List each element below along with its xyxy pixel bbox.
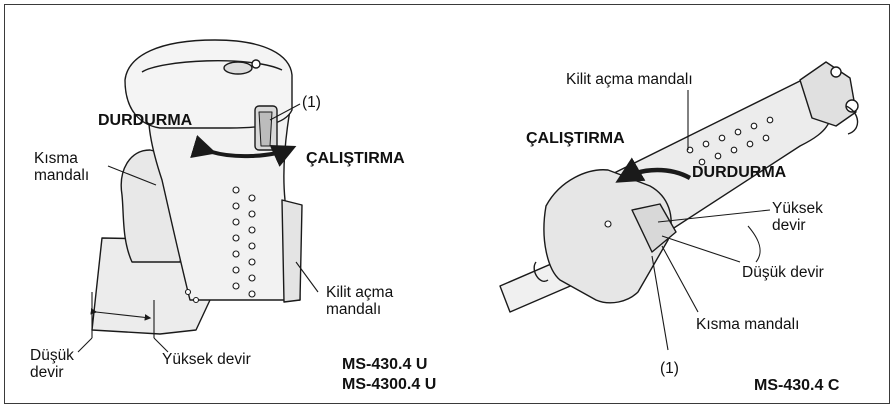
right-leader-lines: [651, 90, 771, 351]
right-throttle-label: Kısma mandalı: [696, 316, 800, 333]
left-leader-lines: [77, 103, 319, 353]
right-high-speed-label: Yüksek devir: [772, 200, 823, 234]
left-switch-arrow: [190, 134, 297, 167]
right-marker-1: (1): [660, 360, 679, 377]
left-marker-1: (1): [302, 94, 321, 111]
left-high-speed-label: Yüksek devir: [162, 351, 251, 368]
left-handle-drawing: [91, 39, 303, 335]
left-low-speed-label: Düşük devir: [30, 347, 74, 381]
left-model-2: MS-4300.4 U: [342, 376, 437, 393]
right-stop-label: DURDURMA: [692, 164, 787, 181]
figure-frame: [4, 4, 890, 404]
left-throttle-label: Kısma mandalı: [34, 150, 90, 184]
right-handle-drawing: [499, 61, 859, 313]
right-low-speed-label: Düşük devir: [742, 264, 824, 281]
right-model: MS-430.4 C: [754, 377, 840, 394]
left-unlock-label: Kilit açma mandalı: [326, 284, 394, 318]
right-run-label: ÇALIŞTIRMA: [526, 130, 625, 147]
right-switch-arrow: [615, 157, 692, 183]
left-model-1: MS-430.4 U: [342, 356, 428, 373]
left-run-label: ÇALIŞTIRMA: [306, 150, 405, 167]
right-unlock-label: Kilit açma mandalı: [566, 71, 693, 88]
left-stop-label: DURDURMA: [98, 112, 193, 129]
